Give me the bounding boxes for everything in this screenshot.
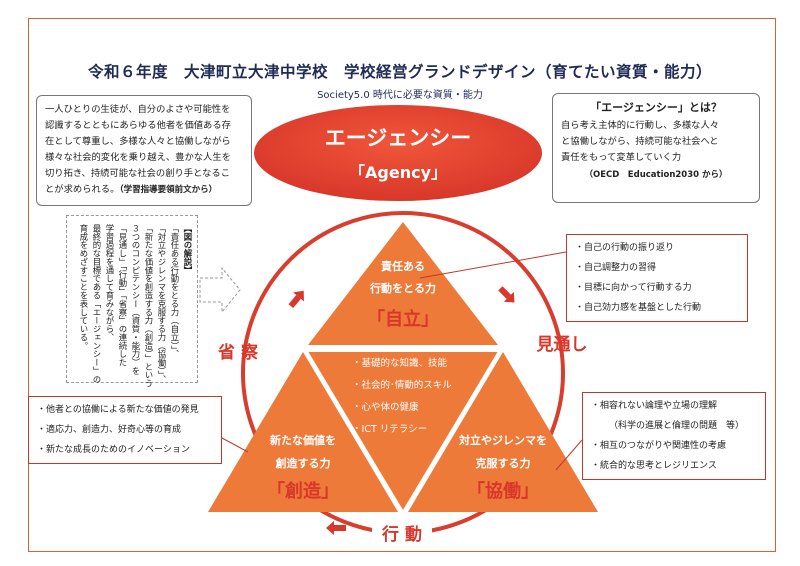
intro-line: 認識するとともにあらゆる他者を価値ある存 — [45, 120, 231, 131]
explanation-line: 「責任ある行動をとる力（自立）」、 — [170, 224, 180, 359]
right-competency-tag: 「協働」 — [467, 480, 539, 502]
arrow-right-icon — [199, 266, 241, 314]
explanation-line: 学習過程を通して育みながら、 — [105, 224, 115, 342]
left-competency-tag: 「創造」 — [267, 480, 339, 502]
definition-line: と協働しながら、持続可能な社会へと — [561, 136, 719, 147]
list-item: 目標に向かって行動する力 — [575, 278, 739, 298]
top-competency-line2: 行動をとる力 — [369, 281, 436, 295]
cycle-label-action: 行 動 — [381, 524, 422, 545]
intro-source: （学習指導要領前文から） — [119, 185, 218, 195]
page-subtitle: Society5.0 時代に必要な資質・能力 — [317, 90, 483, 101]
arrow-bottom-left-icon — [326, 521, 346, 535]
explanation-box: 【図の解説】 「責任ある行動をとる力（自立）」、 「対立やジレンマを克服する力（… — [66, 215, 198, 388]
center-item: ・心や体の健康 — [352, 401, 419, 413]
cycle-label-outlook: 見通し — [536, 335, 588, 355]
intro-last-line: とが求められる。 — [45, 184, 120, 195]
list-reflection: 自己の行動の振り返り 自己調整力の習得 目標に向かって行動する力 自己効力感を基… — [566, 234, 748, 322]
list-item: 適応力、創造力、好奇心等の育成 — [37, 420, 213, 440]
center-item: ・基礎的な知識、技能 — [352, 357, 448, 369]
definition-line: 責任をもって変革していく力 — [561, 152, 682, 163]
outer-frame — [28, 18, 776, 552]
definition-box: 「エージェンシー」とは？ 自ら考え主体的に行動し、多様な人々 と協働しながら、持… — [552, 93, 760, 203]
explanation-line: 「新たな価値を創造する力（創造）」という — [144, 224, 154, 388]
list-item: 自己効力感を基盤とした行動 — [575, 298, 739, 318]
intro-line: 一人ひとりの生徒が、自分のよさや可能性を — [45, 104, 231, 115]
triangle-top — [308, 222, 498, 345]
center-item: ・社会的･情動的スキル — [352, 379, 452, 391]
right-competency-line2: 克服する力 — [476, 456, 531, 470]
page-title: 令和６年度 大津町立大津中学校 学校経営グランドデザイン（育てたい資質・能力） — [87, 63, 712, 81]
top-competency-tag: 「自立」 — [367, 308, 439, 330]
intro-box: 一人ひとりの生徒が、自分のよさや可能性を 認識するとともにあらゆる他者を価値ある… — [36, 95, 252, 206]
explanation-line: 育成をめざすことを表している。 — [79, 224, 89, 350]
arrow-upper-left-icon — [288, 290, 304, 309]
list-item: 他者との協働による新たな価値の発見 — [37, 400, 213, 420]
pointer-line — [221, 437, 249, 453]
intro-line: 在として尊重し、多様な人々と協働しながら — [45, 136, 231, 147]
list-item: 新たな成長のためのイノベーション — [37, 440, 213, 460]
list-item: 相容れない論理や立場の理解 — [591, 396, 757, 416]
intro-line: 切り拓き、持続可能な社会の創り手となるこ — [45, 168, 231, 179]
top-competency-line1: 責任ある — [381, 259, 425, 273]
list-collaboration: 相容れない論理や立場の理解 （科学の進展と倫理の問題 等） 相互のつながりや関連… — [582, 392, 766, 480]
agency-ellipse — [254, 105, 542, 201]
list-creation: 他者との協働による新たな価値の発見 適応力、創造力、好奇心等の育成 新たな成長の… — [28, 396, 222, 464]
definition-title: 「エージェンシー」とは？ — [590, 101, 722, 114]
pointer-line — [419, 251, 567, 279]
explanation-line: 「対立やジレンマを克服する力（協働）」、 — [157, 224, 167, 384]
explanation-line: 「見通し」「行動」「省察」の連続した — [118, 224, 128, 367]
left-competency-line2: 創造する力 — [275, 456, 331, 470]
explanation-heading: 【図の解説】 — [183, 224, 193, 275]
arrow-upper-right-icon — [498, 286, 515, 303]
list-item: 相互のつながりや関連性の考慮 — [591, 436, 757, 456]
list-item: 自己調整力の習得 — [575, 258, 739, 278]
center-item: ・ICT リテラシー — [352, 424, 427, 435]
agency-title: エージェンシー — [325, 126, 472, 150]
explanation-line: 最終的な目標である「エージェンシー」の — [92, 224, 102, 384]
left-competency-line1: 新たな価値を — [270, 433, 336, 447]
right-competency-line1: 対立やジレンマを — [458, 433, 547, 447]
explanation-line: ３つのコンピテンシー（資質・能力）を — [131, 224, 141, 376]
list-item: 自己の行動の振り返り — [575, 238, 739, 258]
triangle-right — [408, 352, 598, 512]
agency-english: 「Agency」 — [349, 163, 447, 182]
definition-source: （OECD Education2030 から） — [584, 170, 728, 180]
triangle-center — [307, 352, 499, 510]
definition-line: 自ら考え主体的に行動し、多様な人々 — [561, 120, 720, 131]
intro-line: 様々な社会的変化を乗り越え、豊かな人生を — [45, 152, 231, 163]
triangle-left — [208, 352, 398, 512]
list-item-note: （科学の進展と倫理の問題 等） — [609, 421, 745, 431]
list-item: 統合的な思考とレジリエンス — [591, 456, 757, 476]
cycle-label-reflection: 省 察 — [217, 342, 259, 363]
pointer-line — [555, 439, 583, 471]
